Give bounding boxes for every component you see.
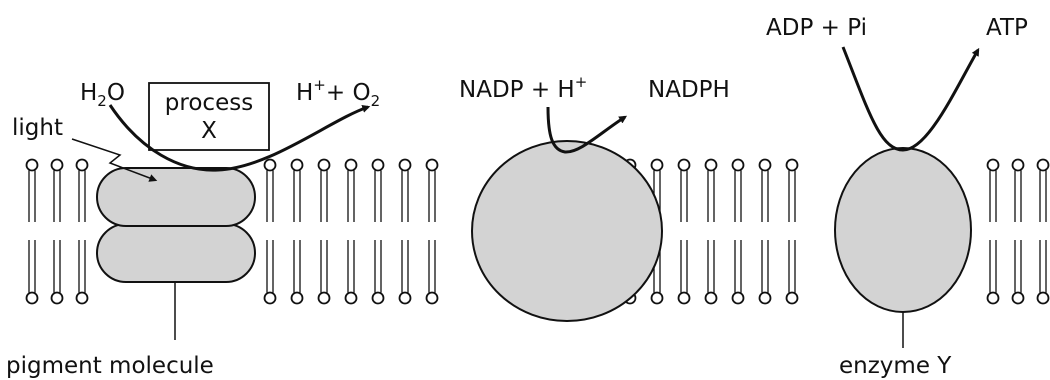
phospholipid: [677, 158, 691, 305]
phospholipid-head-bottom: [986, 291, 1000, 305]
phospholipid: [371, 158, 385, 305]
phospholipid-head-top: [986, 158, 1000, 172]
phospholipid-head-top: [398, 158, 412, 172]
phospholipid-head-bottom: [317, 291, 331, 305]
phospholipid-head-top: [317, 158, 331, 172]
adp-pi-label: ADP + Pi: [766, 15, 867, 41]
phospholipid: [1011, 158, 1025, 305]
light-ray: [71, 138, 158, 182]
phospholipid-head-bottom: [704, 291, 718, 305]
phospholipid-head-bottom: [650, 291, 664, 305]
phospholipid-head-bottom: [263, 291, 277, 305]
phospholipid: [25, 158, 39, 305]
phospholipid: [785, 158, 799, 305]
phospholipid-head-bottom: [785, 291, 799, 305]
phospholipid-head-bottom: [398, 291, 412, 305]
phospholipid-head-top: [1036, 158, 1050, 172]
phospholipid-head-top: [75, 158, 89, 172]
phospholipid: [704, 158, 718, 305]
phospholipid: [425, 158, 439, 305]
enzyme-y-body: [834, 147, 972, 313]
phospholipid-head-top: [650, 158, 664, 172]
h2o-label: H2O: [80, 80, 125, 110]
phospholipid-head-bottom: [677, 291, 691, 305]
phospholipid-head-top: [263, 158, 277, 172]
phospholipid-head-bottom: [75, 291, 89, 305]
phospholipid-head-bottom: [425, 291, 439, 305]
pigment-upper-lobe: [96, 167, 256, 227]
phospholipid-head-top: [290, 158, 304, 172]
enzyme-y: [834, 147, 972, 348]
phospholipid-head-top: [425, 158, 439, 172]
atp-synthesis-arrow: [841, 46, 980, 152]
phospholipid-head-bottom: [25, 291, 39, 305]
phospholipid-head-bottom: [1036, 291, 1050, 305]
phospholipid: [75, 158, 89, 305]
phospholipid: [344, 158, 358, 305]
pigment-lower-lobe: [96, 223, 256, 283]
phospholipid-head-top: [50, 158, 64, 172]
phospholipid-head-top: [25, 158, 39, 172]
phospholipid: [731, 158, 745, 305]
phospholipid-head-top: [677, 158, 691, 172]
nadp-label: NADP + H+: [459, 73, 587, 103]
enzyme-y-label: enzyme Y: [839, 353, 952, 379]
phospholipid-head-top: [785, 158, 799, 172]
nadp-reductase-protein: [471, 140, 663, 322]
light-label: light: [12, 115, 63, 141]
phospholipid-head-top: [731, 158, 745, 172]
phospholipid-head-bottom: [758, 291, 772, 305]
phospholipid: [290, 158, 304, 305]
phospholipid-head-bottom: [1011, 291, 1025, 305]
nadp-reduction-arrow: [546, 106, 628, 154]
pigment-molecule-label: pigment molecule: [6, 353, 214, 379]
nadph-label: NADPH: [648, 77, 730, 103]
water-splitting-arrow: [108, 104, 371, 172]
phospholipid: [1036, 158, 1050, 305]
phospholipid: [758, 158, 772, 305]
phospholipid: [986, 158, 1000, 305]
phospholipid-head-bottom: [731, 291, 745, 305]
phospholipid-head-top: [371, 158, 385, 172]
phospholipid: [263, 158, 277, 305]
phospholipid-head-bottom: [50, 291, 64, 305]
phospholipid-head-bottom: [371, 291, 385, 305]
process-label-line2: X: [201, 118, 217, 144]
process-label-line1: process: [165, 90, 253, 116]
phospholipid-head-top: [704, 158, 718, 172]
process-x-box: [148, 82, 270, 151]
phospholipid-head-bottom: [344, 291, 358, 305]
phospholipid-head-bottom: [290, 291, 304, 305]
phospholipid-head-top: [344, 158, 358, 172]
phospholipid: [50, 158, 64, 305]
pigment-molecule: [96, 167, 256, 340]
phospholipid-head-top: [758, 158, 772, 172]
atp-label: ATP: [986, 15, 1028, 41]
phospholipid-head-top: [1011, 158, 1025, 172]
phospholipid: [398, 158, 412, 305]
phospholipid: [317, 158, 331, 305]
hplus-o2-label: H++ O2: [296, 76, 380, 110]
